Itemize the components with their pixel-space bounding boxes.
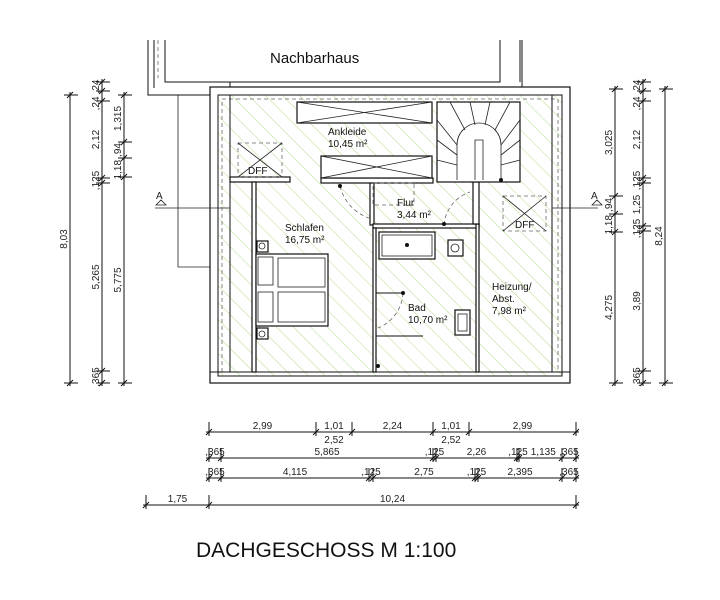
washbasin [454,309,471,336]
dimension-chain: 8,03 [59,91,78,387]
dimension-label: 2,75 [414,467,434,478]
drawing-title: DACHGESCHOSS M 1:100 [196,539,456,562]
dimension-lines: 8,03 ,24 ,24 2,12 ,125 5,265 ,365 1,315 ,94 1,18 5… [59,78,673,509]
dimension-label: 2,12 [91,129,102,149]
dimension-label: 5,775 [113,267,124,292]
dimension-chain: ,365 4,115 ,125 2,75 ,125 2,395 ,365 [205,467,580,482]
dimension-label: ,24 [632,96,643,110]
dimension-label: ,125 [632,170,643,190]
skylight-label: DFF [515,220,534,231]
section-line-a: A A [155,191,603,209]
dimension-label: 2,395 [507,467,532,478]
dimension-label: 2,12 [632,129,643,149]
room-area: 7,98 m² [492,306,527,317]
dimension-label: ,24 [91,96,102,110]
dimension-label: 2,99 [253,421,273,432]
dimension-label: 1,01 [441,421,461,432]
double-bed [255,240,329,340]
dimension-chain: ,24 ,24 2,12 ,125 5,265 ,365 [91,78,110,387]
dimension-label: 10,24 [380,494,405,505]
room-schlafen: Schlafen 16,75 m² [285,223,325,246]
dimension-chain: 3,025 ,94 1,18 4,275 [604,85,623,387]
dimension-label: ,125 [425,447,445,458]
dimension-label: ,365 [559,447,579,458]
door-swings [338,184,471,368]
dimension-label: 3,025 [604,130,615,155]
dimension-label: ,365 [559,467,579,478]
dimension-label: ,94 [604,198,615,212]
room-area: 16,75 m² [285,235,325,246]
room-ankleide: Ankleide 10,45 m² [328,127,368,150]
dimension-label: 2,52 [441,435,461,446]
room-area: 3,44 m² [397,210,432,221]
dimension-chain: 1,315 ,94 1,18 5,775 [113,91,132,387]
dimension-label: ,125 [508,447,528,458]
dimension-label: ,365 [632,367,643,387]
dimension-label: ,24 [632,79,643,93]
room-name: Bad [408,303,426,314]
dimension-label: ,365 [205,467,225,478]
dimension-label: 1,75 [168,494,188,505]
skylight-right: DFF [502,195,547,232]
room-area: 10,70 m² [408,315,448,326]
dimension-label: 4,275 [604,295,615,320]
dimension-label: 5,265 [91,264,102,289]
dimension-label: 1,315 [113,106,124,131]
dimension-label: 2,26 [467,447,487,458]
room-heizung: Heizung/ Abst. 7,98 m² [492,282,532,317]
room-name: Heizung/ [492,282,532,293]
spiral-staircase [436,101,521,183]
room-name: Schlafen [285,223,324,234]
dimension-label: ,24 [91,79,102,93]
wardrobe-top [296,101,433,124]
dimension-label: 1,18 [113,160,124,180]
dimension-label: 1,25 [632,194,643,214]
neighbor-label: Nachbarhaus [270,50,359,67]
dimension-label: ,125 [467,467,487,478]
dimension-label: ,94 [113,143,124,157]
dimension-label: 1,18 [604,215,615,235]
dimension-chain: ,24 ,24 2,12 ,125 1,25 ,125 3,89 ,365 [632,78,651,387]
wardrobe-bottom [320,155,433,179]
room-name: Abst. [492,294,515,305]
dimension-label: 2,24 [383,421,403,432]
dimension-label: 8,24 [654,226,665,246]
dimension-label: 2,99 [513,421,533,432]
room-flur: Flur 3,44 m² [397,198,432,221]
neighbor-house [147,40,523,268]
section-marker: A [156,191,163,202]
room-area: 10,45 m² [328,139,368,150]
dimension-label: 2,52 [324,435,344,446]
dimension-label: ,125 [361,467,381,478]
dimension-chain: 1,75 10,24 [142,494,580,509]
bathtub [378,231,436,260]
room-name: Ankleide [328,127,367,138]
dimension-label: ,125 [91,170,102,190]
dimension-label: 5,865 [314,447,339,458]
dimension-label: 4,115 [283,467,308,478]
dimension-label: ,365 [205,447,225,458]
interior-walls [229,176,480,373]
toilet [447,239,464,257]
attic-hatch [372,182,415,206]
section-marker: A [591,191,598,202]
dimension-label: 3,89 [632,291,643,311]
dimension-label: ,365 [91,367,102,387]
room-bad: Bad 10,70 m² [408,303,448,326]
dimension-label: ,125 [632,218,643,238]
dimension-label: 1,135 [531,447,556,458]
skylight-label: DFF [248,166,267,177]
room-name: Flur [397,198,415,209]
dimension-chain: 8,24 [654,85,673,387]
dimension-label: 8,03 [59,229,70,249]
dimension-chain: 2,99 1,01 2,24 1,01 2,99 [205,421,580,436]
skylight-left: DFF [237,142,283,178]
dimension-label: 1,01 [324,421,344,432]
